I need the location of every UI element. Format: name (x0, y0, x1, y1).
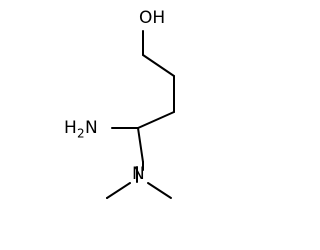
amine-n-label: N (85, 118, 98, 138)
bond-c1-c2 (142, 54, 175, 77)
bond-layer (106, 30, 175, 199)
label-layer: OH H 2 N N (64, 8, 165, 184)
bond-n-methyl-left (106, 182, 131, 199)
amine-h-label: H (64, 118, 77, 138)
structure-canvas: OH H 2 N N (64, 8, 175, 199)
hydroxyl-label: OH (139, 8, 165, 28)
bond-c3-c4 (137, 127, 144, 163)
bond-c3-branch (137, 111, 175, 129)
molecule-structure: OH H 2 N N (64, 8, 175, 199)
amine-subscript-label: 2 (77, 127, 85, 141)
bond-n-methyl-right (147, 182, 172, 199)
tertiary-nitrogen-label: N (132, 164, 145, 184)
